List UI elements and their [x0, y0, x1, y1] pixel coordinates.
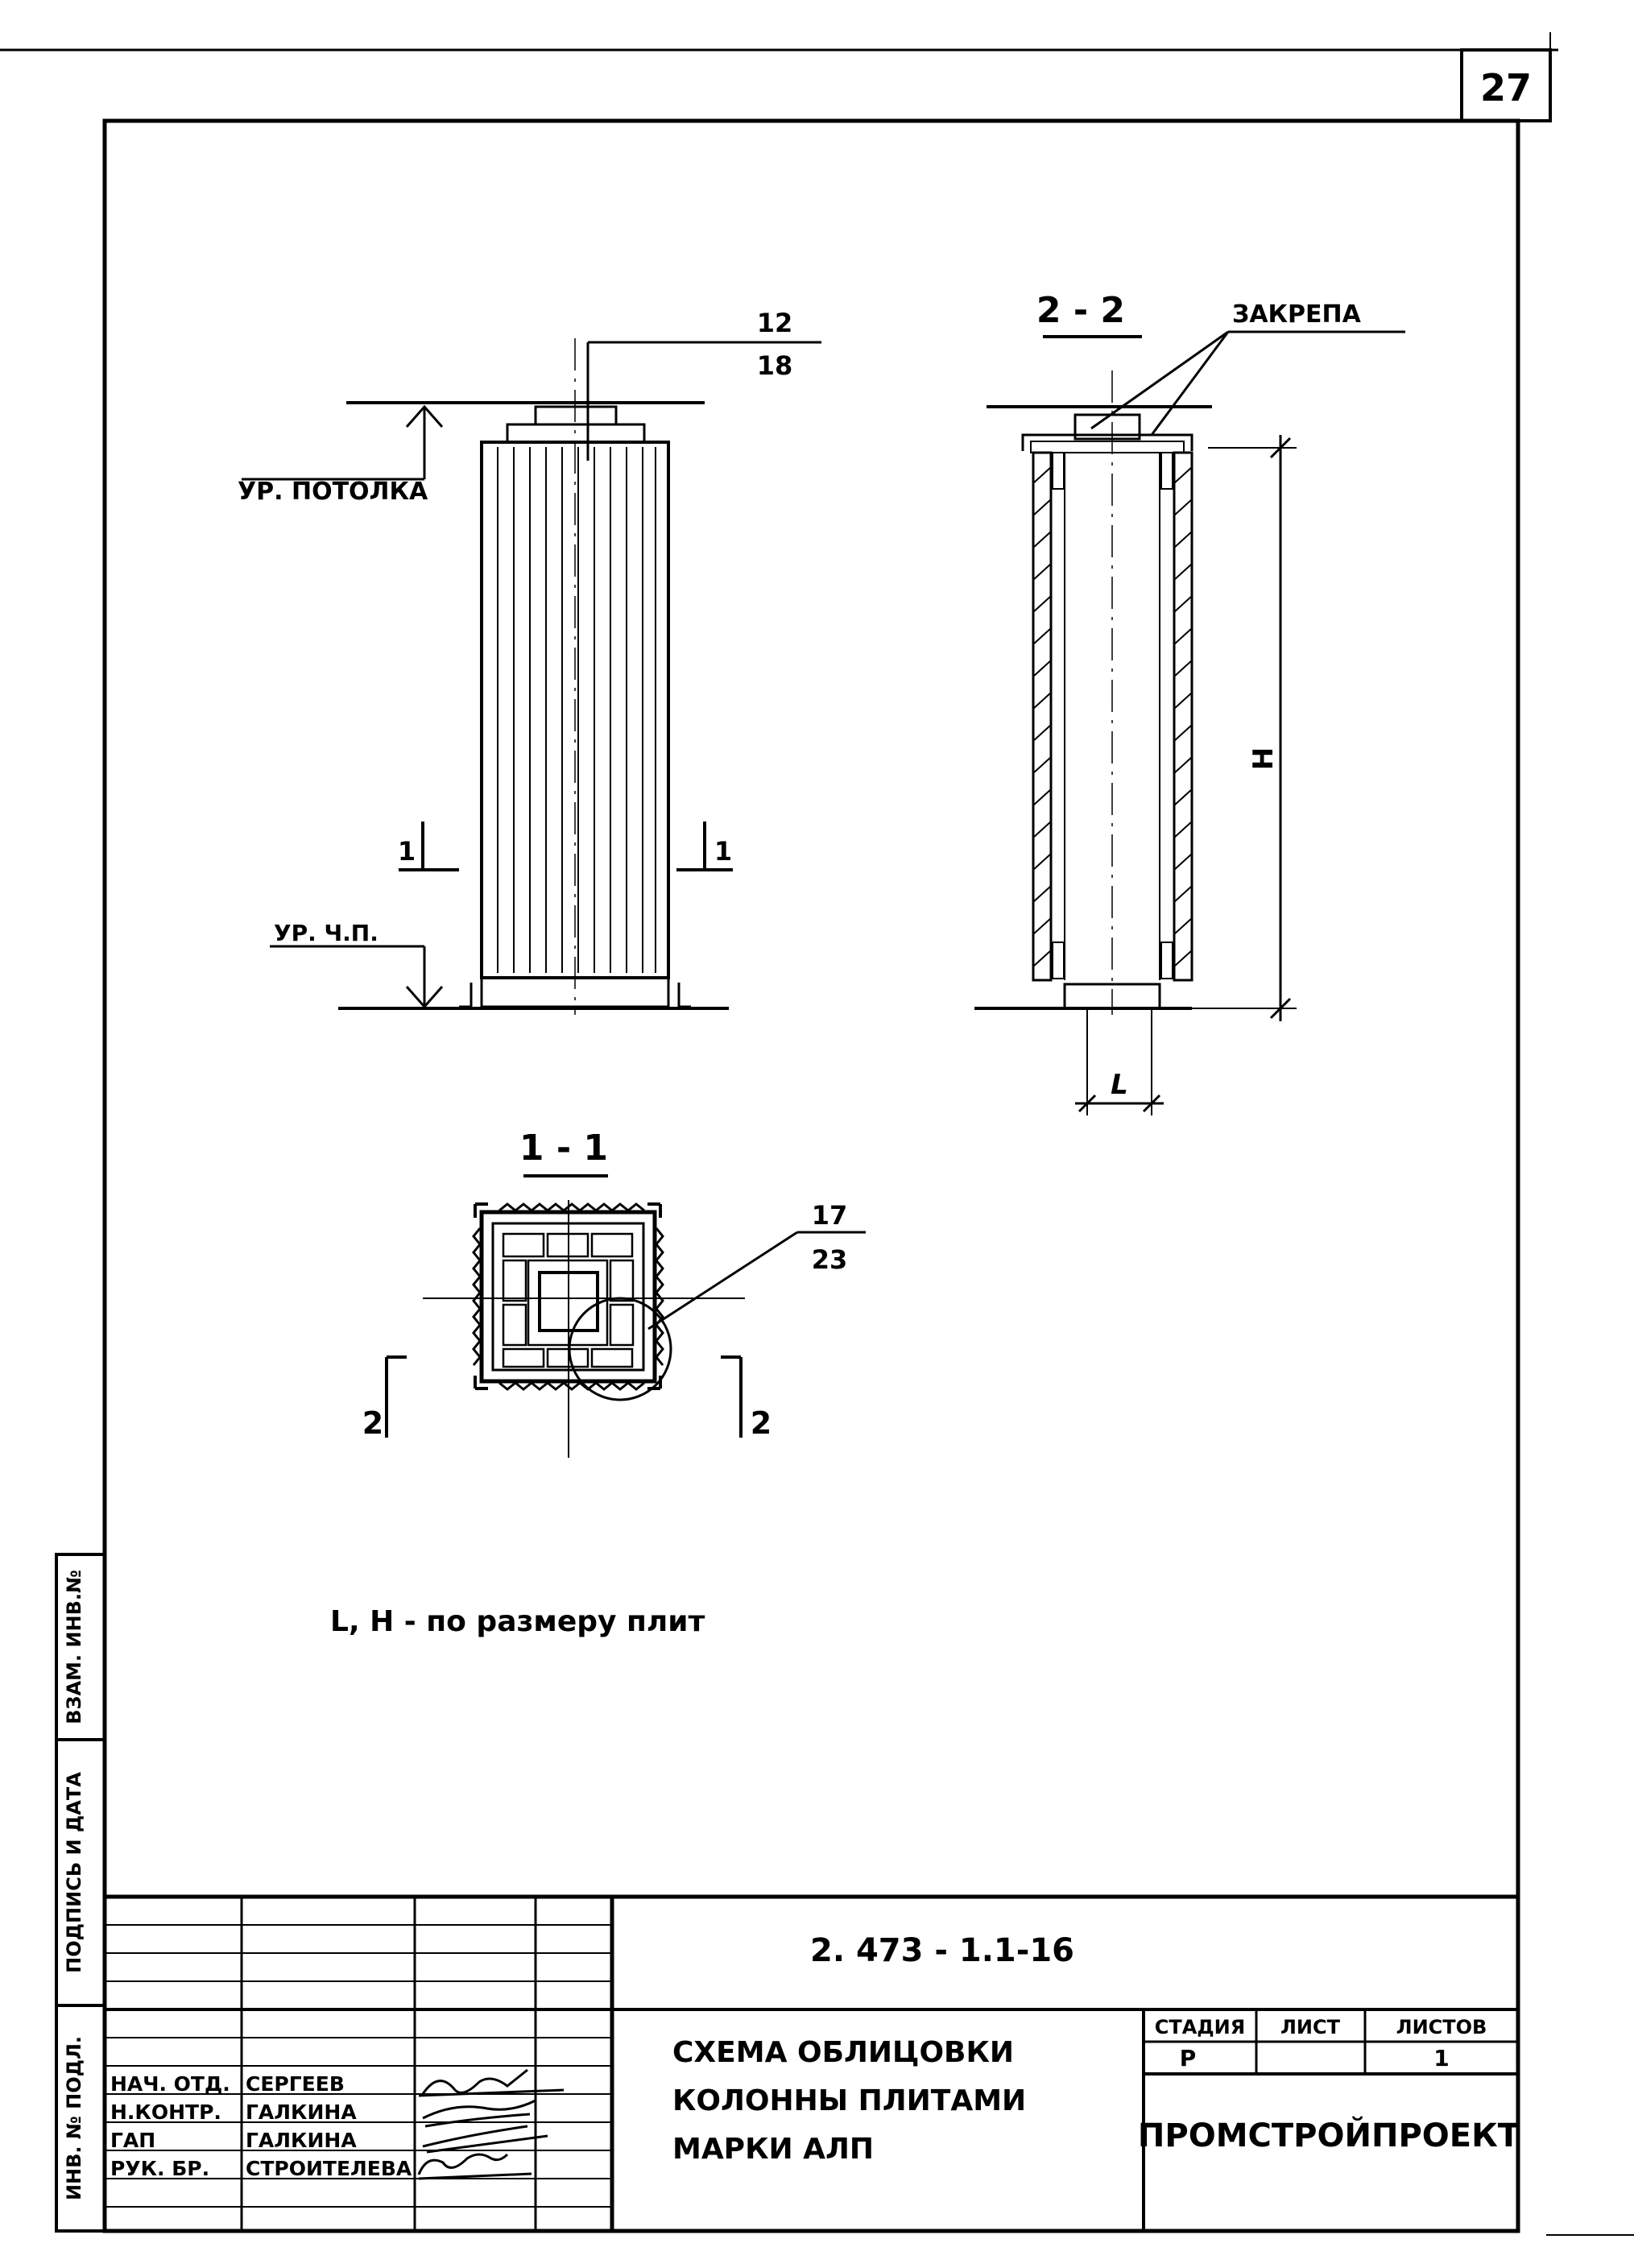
section-1-1-view: 1 - 1 17 23 2	[362, 1128, 866, 1458]
title-line-2: КОЛОННЫ ПЛИТАМИ	[672, 2084, 1026, 2117]
page-number: 27	[1480, 66, 1532, 110]
fastener-label: ЗАКРЕПА	[1232, 300, 1362, 329]
elevation-leader-bottom: 18	[757, 350, 793, 381]
elevation-cut-left: 1	[398, 836, 416, 867]
organization-name: ПРОМСТРОЙПРОЕКТ	[1138, 2116, 1520, 2154]
staff-name-2: ГАЛКИНА	[246, 2100, 357, 2124]
section-1-1-title: 1 - 1	[519, 1128, 608, 1169]
staff-name-3: ГАЛКИНА	[246, 2129, 357, 2152]
side-stamp: ВЗАМ. ИНВ.№ ПОДПИСЬ И ДАТА ИНВ. № ПОДЛ.	[55, 1553, 106, 2233]
stage-header: СТАДИЯ	[1155, 2016, 1246, 2038]
staff-name-4: СТРОИТЕЛЕВА	[246, 2157, 412, 2180]
signature-marks	[417, 2068, 565, 2180]
stage-value: Р	[1180, 2045, 1197, 2071]
side-stamp-original-inv: ИНВ. № ПОДЛ.	[63, 2036, 85, 2200]
staff-role-1: НАЧ. ОТД.	[110, 2072, 230, 2096]
staff-role-4: РУК. БР.	[110, 2157, 209, 2180]
ceiling-level-label: УР. ПОТОЛКА	[238, 478, 428, 506]
section-1-1-cut-right: 2	[751, 1405, 771, 1441]
drawing-frame	[102, 118, 1520, 2233]
document-code: 2. 473 - 1.1-16	[810, 1932, 1074, 1969]
staff-role-2: Н.КОНТР.	[110, 2100, 221, 2124]
section-1-1-leader-top: 17	[812, 1200, 848, 1231]
sheet-header: ЛИСТ	[1280, 2016, 1341, 2038]
section-2-2-view: 2 - 2 ЗАКРЕПА	[974, 290, 1405, 1115]
side-stamp-signature-date: ПОДПИСЬ И ДАТА	[63, 1772, 85, 1973]
height-dimension-label: H	[1247, 747, 1280, 770]
staff-name-1: СЕРГЕЕВ	[246, 2072, 345, 2096]
elevation-cut-right: 1	[714, 836, 732, 867]
side-stamp-replaced-inv: ВЗАМ. ИНВ.№	[63, 1570, 85, 1724]
title-line-1: СХЕМА ОБЛИЦОВКИ	[672, 2036, 1014, 2069]
sheets-header: ЛИСТОВ	[1396, 2016, 1487, 2038]
section-2-2-title: 2 - 2	[1036, 290, 1125, 331]
elevation-view: 12 18 УР. ПОТОЛКА УР. Ч.П. 1 1	[238, 308, 821, 1015]
sheets-value: 1	[1433, 2045, 1449, 2071]
title-line-3: МАРКИ АЛП	[672, 2133, 874, 2166]
title-block: 2. 473 - 1.1-16 СХЕМА ОБЛИЦОВКИ КОЛОННЫ …	[105, 1894, 1520, 2231]
floor-level-label: УР. Ч.П.	[274, 920, 379, 946]
width-dimension-label: L	[1111, 1069, 1128, 1101]
elevation-leader-top: 12	[757, 308, 793, 338]
dimension-note: L, H - по размеру плит	[330, 1605, 705, 1638]
section-1-1-cut-left: 2	[362, 1405, 383, 1441]
page-number-box: 27	[1460, 48, 1552, 122]
staff-role-3: ГАП	[110, 2129, 155, 2152]
section-1-1-leader-bottom: 23	[812, 1244, 848, 1275]
